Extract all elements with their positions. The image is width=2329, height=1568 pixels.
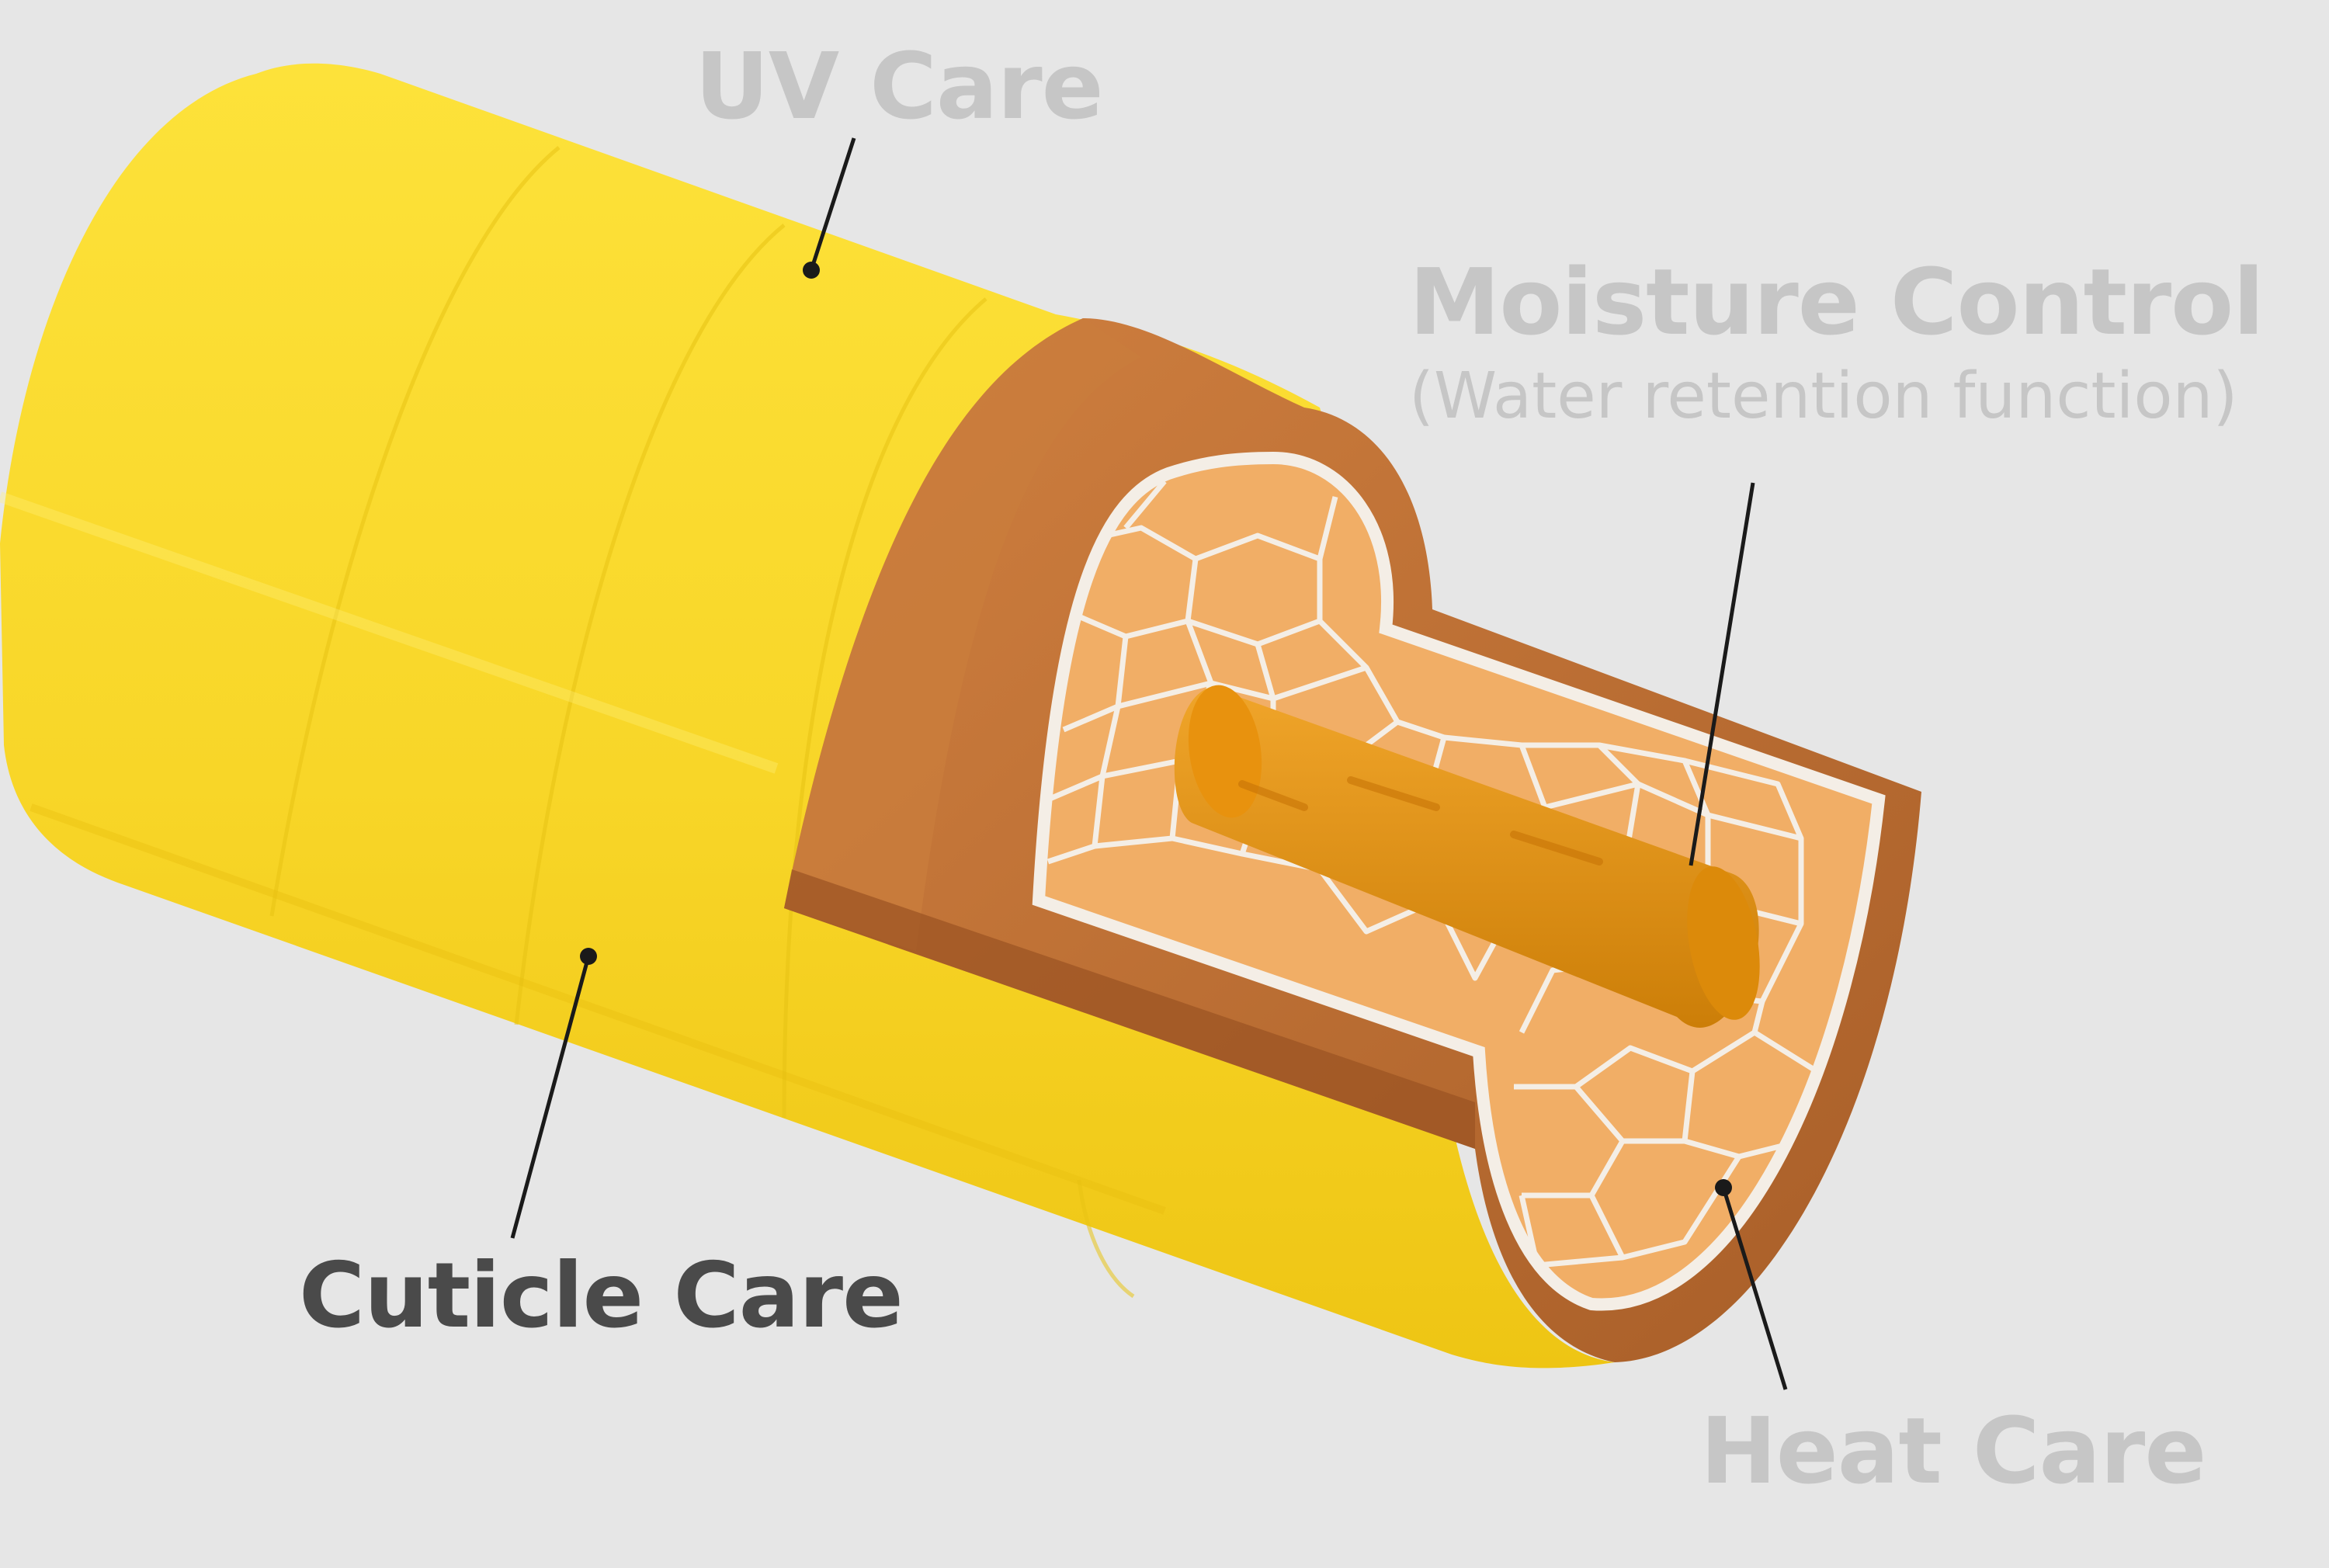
moisture-control-label: Moisture Control [1409, 248, 2265, 356]
cuticle-leader-dot [580, 948, 597, 965]
heat-leader-dot [1715, 1179, 1732, 1196]
cuticle-scale-lines [269, 146, 1135, 1299]
leader-lines [510, 137, 1788, 1390]
heat-care-label: Heat Care [1700, 1397, 2206, 1504]
uv-leader-dot [803, 262, 820, 279]
leader-dots [580, 262, 1732, 1196]
uv-leader-line [809, 137, 856, 271]
cuticle-care-label: Cuticle Care [299, 1244, 904, 1348]
moisture-control-subtitle: (Water retention function) [1409, 359, 2238, 433]
medulla-rod [1174, 687, 1759, 1028]
heat-leader-line [1721, 1187, 1788, 1390]
moisture-leader-line [1689, 482, 1755, 866]
cuticle-leader-line [510, 956, 591, 1239]
uv-care-label: UV Care [695, 33, 1104, 140]
